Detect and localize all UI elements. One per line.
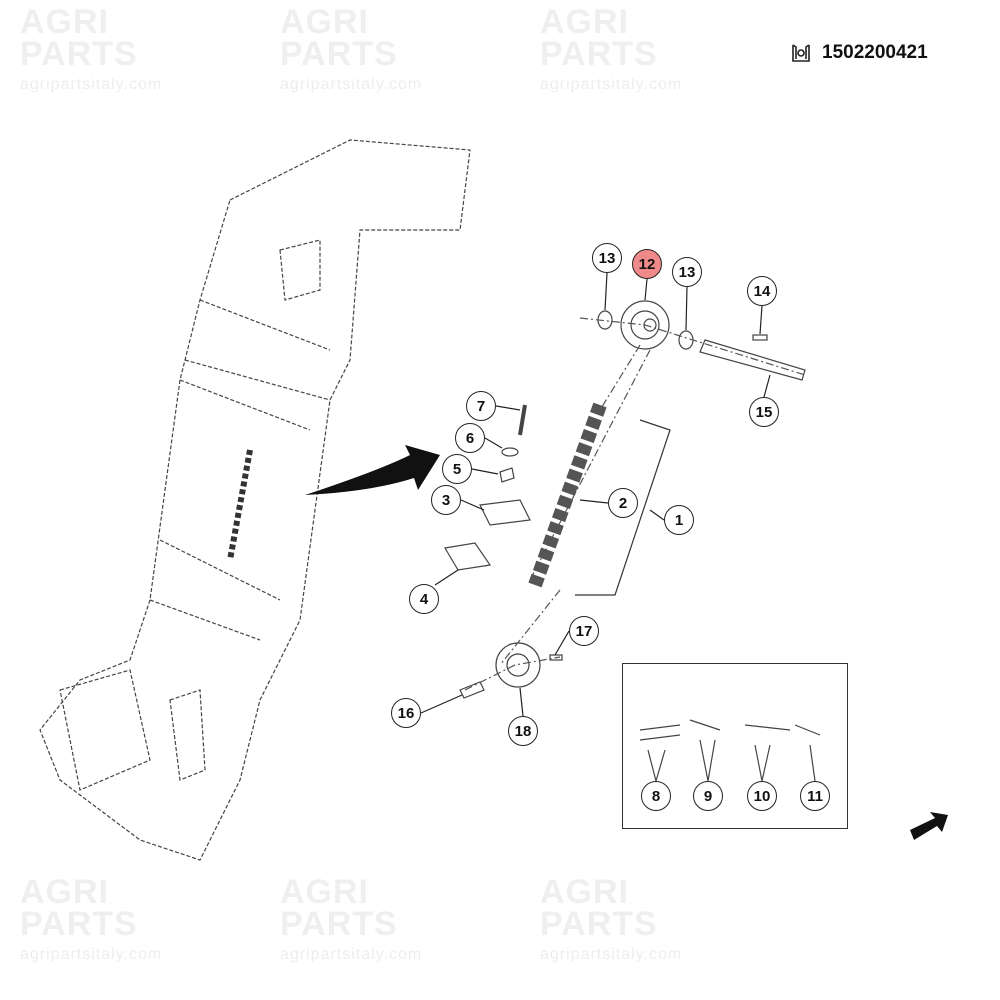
- part-number: 1502200421: [822, 42, 928, 63]
- callout-3[interactable]: 3: [431, 485, 461, 515]
- callout-4[interactable]: 4: [409, 584, 439, 614]
- lower-sprocket-18: [495, 642, 541, 688]
- callout-6[interactable]: 6: [455, 423, 485, 453]
- chain-alignment-lines: [464, 317, 806, 691]
- chain-2: [528, 402, 607, 588]
- key-14: [752, 334, 768, 341]
- scraper-3: [479, 499, 531, 526]
- callout-8[interactable]: 8: [641, 781, 671, 811]
- callout-9[interactable]: 9: [693, 781, 723, 811]
- callout-10[interactable]: 10: [747, 781, 777, 811]
- corner-arrow: [910, 812, 948, 840]
- washer-13b: [678, 330, 694, 350]
- part-number-header: 1502200421: [790, 42, 928, 64]
- bolt-7: [518, 404, 527, 436]
- shaft-15: [699, 339, 806, 381]
- pin-17: [549, 654, 563, 661]
- callout-17[interactable]: 17: [569, 616, 599, 646]
- callout-12-highlighted[interactable]: 12: [632, 249, 662, 279]
- nut-5: [499, 467, 515, 483]
- scraper-4: [444, 542, 492, 571]
- callout-14[interactable]: 14: [747, 276, 777, 306]
- callout-16[interactable]: 16: [391, 698, 421, 728]
- leader-lines: [420, 272, 771, 717]
- callout-5[interactable]: 5: [442, 454, 472, 484]
- callout-11[interactable]: 11: [800, 781, 830, 811]
- upper-sprocket-12: [620, 300, 670, 350]
- pointer-arrow: [305, 445, 440, 495]
- callout-1[interactable]: 1: [664, 505, 694, 535]
- callout-7[interactable]: 7: [466, 391, 496, 421]
- callout-13b[interactable]: 13: [672, 257, 702, 287]
- washer-6: [501, 447, 519, 457]
- callout-2[interactable]: 2: [608, 488, 638, 518]
- pin-16: [459, 681, 485, 699]
- elevator-chain-in-housing: [227, 449, 253, 561]
- elevator-housing-drawing: [39, 139, 471, 861]
- bracket-1: [575, 419, 671, 596]
- catalog-book-gear-icon: [792, 44, 810, 62]
- callout-15[interactable]: 15: [749, 397, 779, 427]
- callout-18[interactable]: 18: [508, 716, 538, 746]
- inset-link-drawings: [639, 719, 821, 782]
- callout-13a[interactable]: 13: [592, 243, 622, 273]
- chain-links-inset: [622, 663, 848, 829]
